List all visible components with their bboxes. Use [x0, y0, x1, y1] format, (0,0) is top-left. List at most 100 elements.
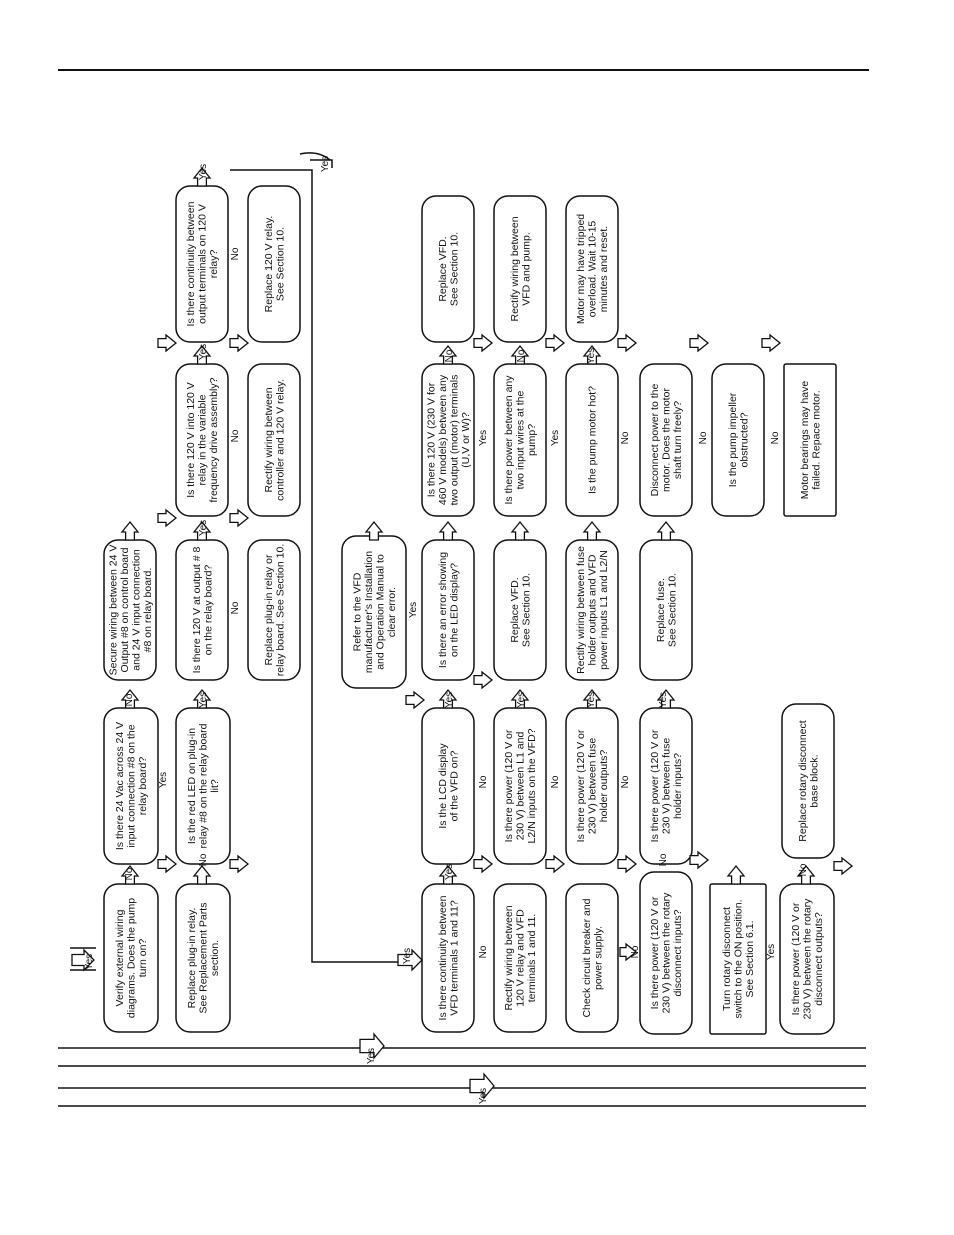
node-text: Is the pump impellerobstructed?	[727, 392, 751, 487]
node-text-line: Is the pump motor hot?	[587, 386, 599, 494]
label-no: No	[620, 775, 631, 788]
flow-arrow	[438, 520, 458, 541]
node-text-line: See Section 10.	[666, 573, 678, 647]
node-secure-wiring: Secure wiring between 24 VOutput #8 on c…	[103, 539, 157, 681]
node-turn-rotary-on: Turn rotary disconnectswitch to the ON p…	[709, 883, 767, 1035]
label-yes: Yes	[408, 602, 419, 618]
node-text-line: diagrams. Does the pump	[126, 898, 138, 1018]
node-rectify-controller-relay: Rectify wiring betweencontroller and 120…	[247, 363, 301, 517]
node-rectify-relay-vfd: Rectify wiring between120 V relay and VF…	[493, 883, 547, 1033]
label-no: No	[658, 853, 669, 866]
node-box	[639, 363, 693, 517]
node-motor-bearings: Motor bearings may havefailed. Repace mo…	[783, 363, 837, 517]
label-no: No	[444, 349, 455, 362]
node-text-line: Rectify wiring between fuse	[575, 546, 587, 674]
flow-arrow	[761, 333, 782, 353]
node-text-line: Rectify wiring between	[503, 905, 515, 1010]
node-text-line: Check circuit breaker and	[581, 898, 593, 1017]
node-text-line: controller and 120 V relay.	[274, 379, 286, 501]
node-box	[783, 363, 837, 517]
flow-arrow	[582, 344, 602, 365]
node-text-line: relay board?	[137, 757, 149, 816]
label-no: No	[124, 693, 135, 706]
node-text-line: relay in the variable	[197, 394, 209, 485]
flow-arrow	[545, 854, 566, 874]
node-text-line: Is the red LED on plug-in	[186, 728, 198, 844]
node-box	[565, 195, 619, 343]
flow-arrow	[405, 690, 426, 710]
flow-arrow	[617, 854, 638, 874]
node-text: Rectify wiring between120 V relay and VF…	[503, 905, 538, 1010]
flow-arrow	[438, 688, 458, 709]
flow-arrow	[71, 948, 95, 972]
flow-arrow	[582, 688, 602, 709]
node-text: Replace rotary disconnectbase block.	[797, 720, 821, 841]
node-text-line: 230 V) between L1 and	[515, 732, 527, 841]
node-text: Is there power between anytwo input wire…	[503, 375, 538, 505]
node-text-line: Refer to the VFD	[351, 572, 363, 651]
node-text-line: Motor may have tripped	[575, 214, 587, 324]
node-text: Is there 24 Vac across 24 Vinput connect…	[114, 722, 149, 850]
node-q-pump-wires: Is there power between anytwo input wire…	[493, 363, 547, 517]
node-box	[565, 883, 619, 1033]
label-yes: Yes	[158, 772, 169, 788]
flow-arrow	[359, 1032, 385, 1060]
node-q-motor-hot: Is the pump motor hot?	[565, 363, 619, 517]
label-no: No	[478, 775, 489, 788]
label-yes: Yes	[198, 164, 209, 180]
node-text-line: Disconnect power to the	[649, 384, 661, 497]
node-text-line: minutes and reset.	[598, 226, 610, 312]
node-text-line: #8 on relay board.	[142, 568, 154, 653]
node-check-breaker: Check circuit breaker andpower supply.	[565, 883, 619, 1033]
node-box	[247, 539, 301, 681]
node-q-continuity-120v: Is there continuity betweenoutput termin…	[175, 185, 229, 343]
node-text-line: relay board. See Section 10.	[274, 544, 286, 677]
label-no: No	[230, 429, 241, 442]
flow-arrow	[617, 333, 638, 353]
node-text-line: on the relay board?	[202, 565, 214, 656]
node-text-line: of the VFD on?	[448, 751, 460, 822]
node-text-line: See Section 10.	[520, 573, 532, 647]
node-text-line: Replace plug-in relay.	[186, 908, 198, 1009]
label-yes: Yes	[198, 692, 209, 708]
node-text-line: output terminals on 120 V	[197, 204, 209, 324]
node-text: Is there power (120 V or230 V) between t…	[790, 898, 825, 1020]
node-box	[247, 363, 301, 517]
node-text-line: 230 V) between the rotary	[802, 898, 814, 1020]
node-text-line: (U,V or W)?	[460, 412, 472, 468]
flow-arrow	[510, 520, 530, 541]
node-text: Is there continuity betweenoutput termin…	[185, 201, 220, 326]
node-text-line: Verify external wiring	[114, 909, 126, 1006]
node-text: Turn rotary disconnectswitch to the ON p…	[721, 899, 756, 1018]
label-no: No	[516, 349, 527, 362]
flow-arrow	[157, 854, 178, 874]
node-text-line: power inputs L1 and L2/N	[598, 550, 610, 670]
label-yes: Yes	[84, 954, 95, 970]
node-text-line: base block.	[808, 754, 820, 807]
node-text: Is there 120 V at output # 8on the relay…	[191, 547, 215, 674]
node-text-line: Is there power (120 V or	[575, 729, 587, 842]
node-text-line: holder inputs?	[672, 753, 684, 819]
node-text: Rectify wiring betweencontroller and 120…	[263, 379, 287, 501]
node-text-line: switch to the ON position.	[733, 899, 745, 1018]
flow-arrow	[473, 854, 494, 874]
node-text: Is the LCD displayof the VFD on?	[437, 743, 461, 829]
node-text: Verify external wiringdiagrams. Does the…	[114, 898, 149, 1018]
flow-arrow	[619, 942, 638, 962]
flow-arrow	[473, 333, 494, 353]
node-text-line: Rectify wiring between	[263, 387, 275, 492]
node-text-line: See Section 6.1.	[744, 920, 756, 997]
node-text-line: pump?	[526, 424, 538, 456]
flow-arrow	[120, 520, 140, 541]
node-text-line: motor. Does the motor	[661, 388, 673, 492]
label-yes: Yes	[766, 944, 777, 960]
node-verify-external-wiring: Verify external wiringdiagrams. Does the…	[103, 883, 159, 1033]
node-text: Is there 120 V (230 V for460 V models) b…	[425, 374, 472, 505]
flow-arrow	[545, 333, 566, 353]
node-text: Motor bearings may havefailed. Repace mo…	[799, 381, 823, 500]
node-text-line: and Operation Manual to	[374, 554, 386, 670]
node-motor-overload: Motor may have trippedoverload. Wait 10-…	[565, 195, 619, 343]
node-text-line: See Section 10.	[274, 227, 286, 301]
label-yes: Yes	[478, 1088, 489, 1104]
